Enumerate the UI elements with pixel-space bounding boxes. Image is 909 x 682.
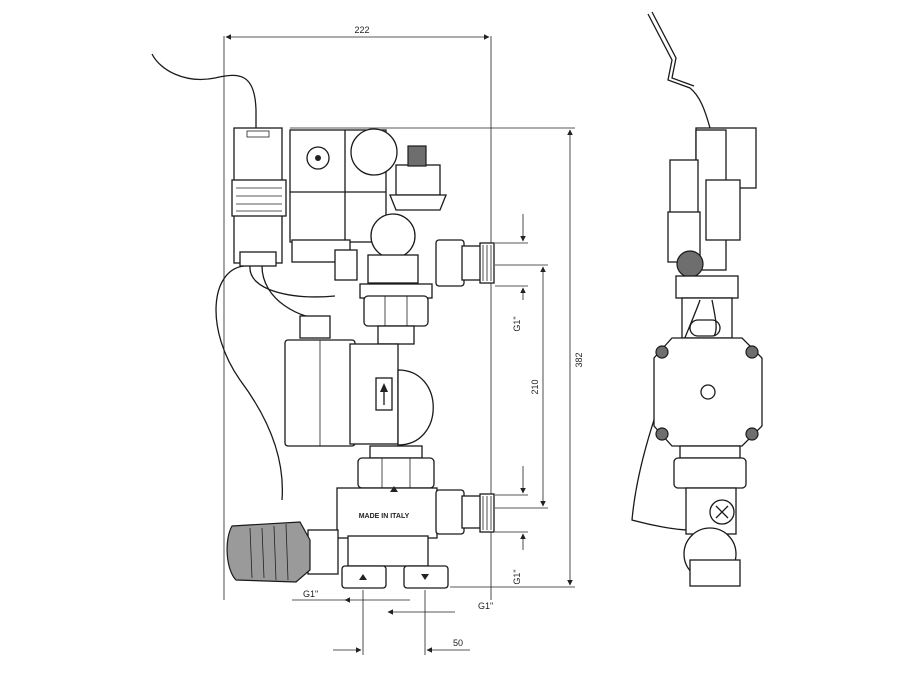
thermometer-gauge bbox=[350, 128, 398, 176]
thread-left-label: G1" bbox=[303, 589, 318, 599]
dimension-bottom-threads: G1" G1" 50 bbox=[292, 589, 493, 655]
dimension-thread-bottom: G1" bbox=[495, 466, 528, 585]
valve-body-top bbox=[367, 254, 419, 284]
center-offset-label: 50 bbox=[453, 638, 463, 648]
thread-top-label: G1" bbox=[512, 316, 522, 331]
actuator-cable bbox=[215, 265, 284, 501]
spacing-label: 210 bbox=[530, 379, 540, 394]
side-pump-screw bbox=[700, 384, 716, 400]
height-label: 382 bbox=[574, 352, 584, 367]
outlet-nut-top bbox=[435, 239, 465, 287]
vent-knob bbox=[407, 145, 427, 167]
thermostat-adapter bbox=[307, 529, 339, 575]
dimension-thread-top: G1" bbox=[495, 214, 528, 332]
pump-head bbox=[349, 343, 399, 445]
dimension-height: 382 bbox=[290, 127, 584, 588]
side-cable bbox=[631, 299, 701, 531]
side-vent-valve bbox=[669, 159, 699, 217]
sensor-port bbox=[334, 249, 358, 281]
capillary-wire bbox=[151, 53, 257, 128]
union-nut-bottom bbox=[357, 457, 435, 489]
thread-right-label: G1" bbox=[478, 601, 493, 611]
dimension-pipe-spacing: 210 bbox=[495, 264, 548, 509]
side-valve-knob bbox=[676, 250, 704, 278]
side-view bbox=[631, 11, 763, 587]
actuator-clamp bbox=[231, 179, 287, 217]
mixing-valve-ball bbox=[370, 213, 416, 259]
outlet-nut-bottom bbox=[435, 489, 465, 535]
thread-bottom-label: G1" bbox=[512, 569, 522, 584]
side-capillary-wire bbox=[647, 13, 711, 129]
lower-valve-body bbox=[336, 487, 438, 539]
made-in-italy-label: MADE IN ITALY bbox=[359, 513, 410, 520]
side-union-nut bbox=[673, 457, 747, 489]
air-vent-valve bbox=[395, 164, 441, 196]
bottom-manifold bbox=[347, 535, 429, 567]
pump-volute bbox=[397, 369, 434, 446]
pipe-clip bbox=[299, 315, 331, 339]
thermostatic-head bbox=[226, 521, 311, 583]
union-nut-top bbox=[363, 295, 429, 327]
front-view: MADE IN ITALY bbox=[151, 53, 495, 589]
width-label: 222 bbox=[354, 25, 369, 35]
